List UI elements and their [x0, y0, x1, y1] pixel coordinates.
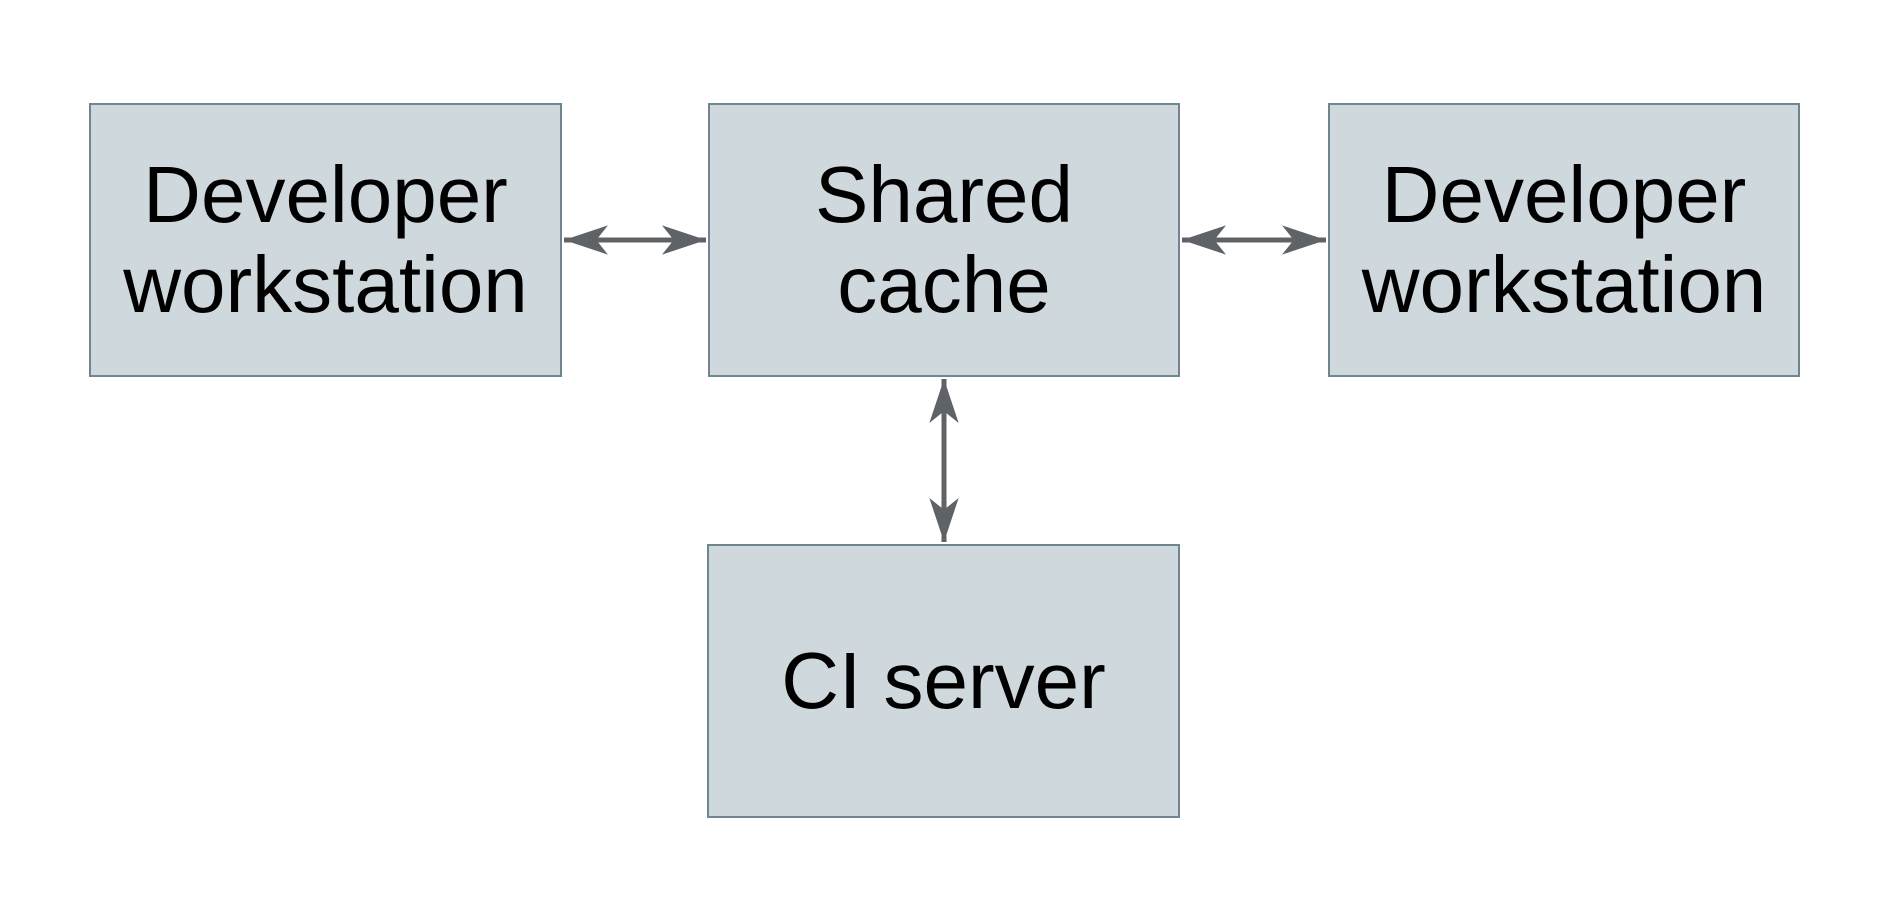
node-label-line: workstation: [123, 240, 528, 329]
node-label-line: workstation: [1361, 240, 1767, 329]
node-label-line: cache: [837, 240, 1051, 329]
node-developer-workstation-left: Developer workstation: [89, 103, 562, 377]
node-label-line: Developer: [143, 150, 508, 239]
node-label-line: CI server: [781, 636, 1106, 725]
node-shared-cache: Shared cache: [708, 103, 1180, 377]
node-ci-server: CI server: [707, 544, 1180, 818]
node-label-line: Shared: [815, 150, 1073, 239]
node-label-line: Developer: [1381, 150, 1747, 239]
node-developer-workstation-right: Developer workstation: [1328, 103, 1800, 377]
